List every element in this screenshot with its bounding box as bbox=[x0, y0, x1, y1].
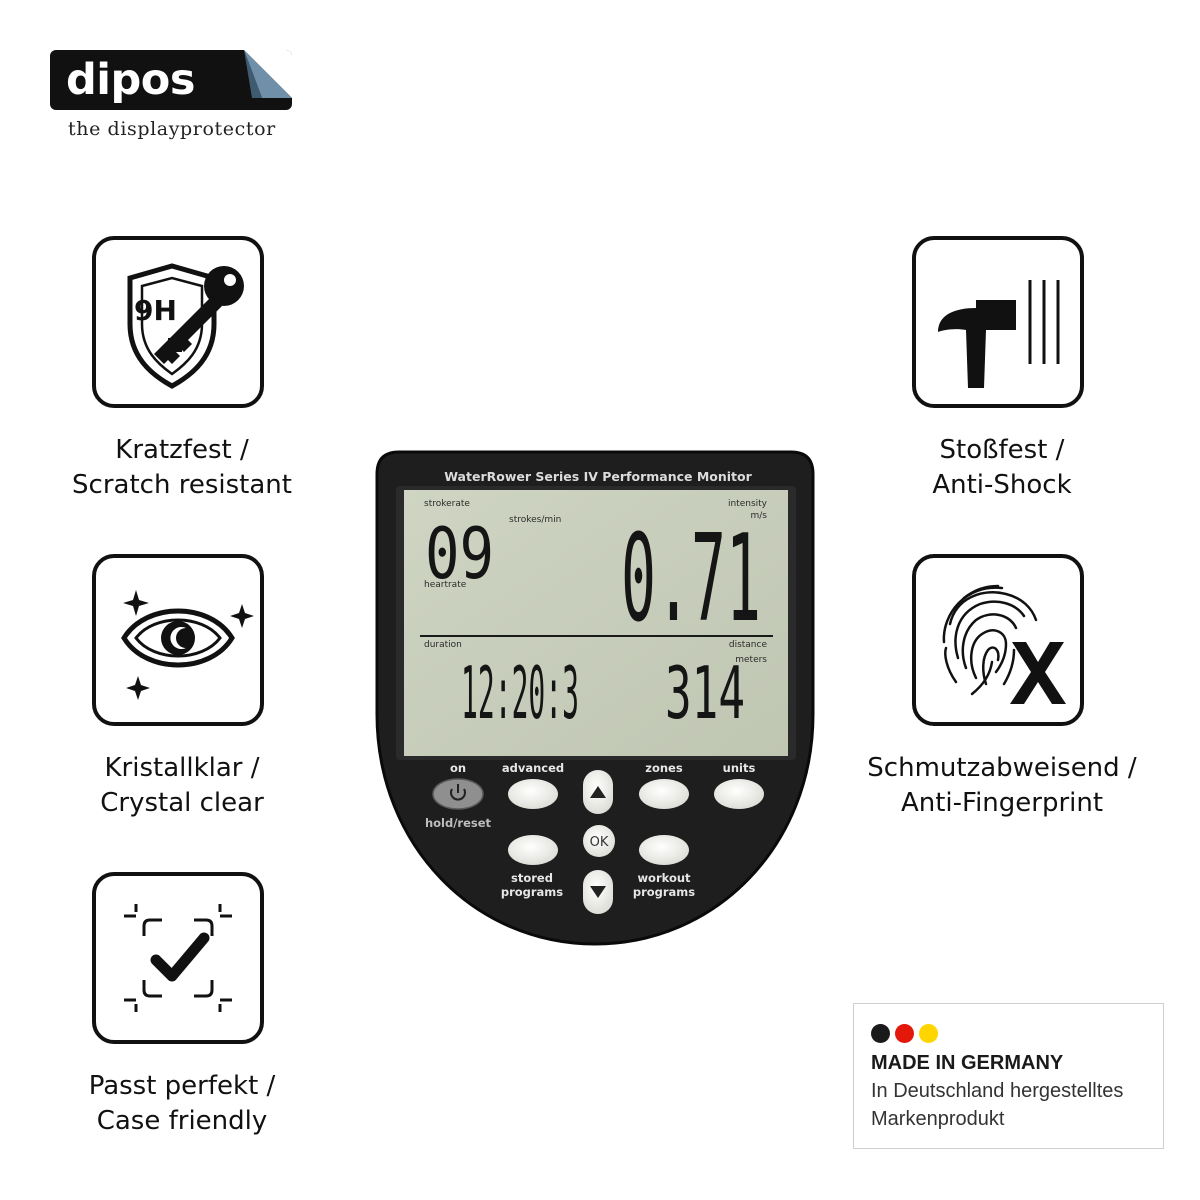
shield-9h-label: 9H bbox=[134, 294, 177, 327]
on-button[interactable] bbox=[432, 778, 484, 810]
feature-clear-box bbox=[92, 554, 264, 726]
hammer-icon bbox=[938, 280, 1060, 388]
label-hold-reset: hold/reset bbox=[425, 816, 492, 830]
feature-scratch-caption: Kratzfest / Scratch resistant bbox=[72, 435, 292, 500]
label-duration: duration bbox=[424, 640, 462, 650]
feature-scratch-box: 9H bbox=[92, 236, 264, 408]
units-button[interactable] bbox=[714, 779, 764, 809]
arrow-down-icon bbox=[590, 886, 606, 898]
flag-dot-black bbox=[871, 1024, 890, 1043]
power-icon bbox=[450, 784, 466, 801]
feature-case-caption: Passt perfekt / Case friendly bbox=[88, 1071, 276, 1136]
feature-fingerprint-caption: Schmutzabweisend / Anti-Fingerprint bbox=[867, 753, 1137, 818]
ok-label: OK bbox=[590, 835, 609, 850]
label-workout-programs: programs bbox=[633, 885, 695, 899]
down-button[interactable] bbox=[583, 870, 613, 914]
value-intensity: 0.71 bbox=[621, 510, 761, 649]
feature-fingerprint-box bbox=[912, 554, 1084, 726]
ok-button[interactable]: OK bbox=[583, 825, 615, 857]
device-title: WaterRower Series IV Performance Monitor bbox=[444, 469, 752, 484]
badge-line-1: In Deutschland hergestelltes bbox=[871, 1080, 1124, 1102]
feature-case-box bbox=[92, 872, 264, 1044]
label-stored-programs: programs bbox=[501, 885, 563, 899]
brand-logo: dipos bbox=[50, 50, 292, 110]
label-heartrate: heartrate bbox=[424, 580, 467, 590]
flag-dot-gold bbox=[919, 1024, 938, 1043]
eye-sparkle-icon bbox=[121, 590, 254, 700]
logo-corner-icon bbox=[244, 50, 292, 98]
label-advanced: advanced bbox=[502, 761, 564, 775]
label-zones: zones bbox=[645, 761, 683, 775]
value-distance: 314 bbox=[665, 651, 745, 735]
label-intensity: intensity bbox=[728, 499, 768, 509]
lcd-screen bbox=[404, 490, 788, 756]
performance-monitor: WaterRower Series IV Performance Monitor… bbox=[375, 450, 815, 946]
label-on: on bbox=[450, 761, 466, 775]
advanced-button[interactable] bbox=[508, 779, 558, 809]
label-strokerate: strokerate bbox=[424, 499, 470, 509]
label-distance: distance bbox=[729, 640, 768, 650]
logo-text: dipos bbox=[66, 54, 195, 105]
badge-title: MADE IN GERMANY bbox=[871, 1052, 1064, 1074]
feature-shock-box bbox=[912, 236, 1084, 408]
label-strokes-min: strokes/min bbox=[509, 515, 561, 525]
arrow-up-icon bbox=[590, 786, 606, 798]
label-meters: meters bbox=[735, 655, 767, 665]
feature-clear-caption: Kristallklar / Crystal clear bbox=[100, 753, 264, 818]
value-duration: 12:20:3 bbox=[461, 651, 579, 735]
label-workout: workout bbox=[637, 871, 691, 885]
stored-programs-button[interactable] bbox=[508, 835, 558, 865]
fingerprint-x-icon bbox=[942, 584, 1066, 704]
label-ms: m/s bbox=[751, 511, 768, 521]
label-units: units bbox=[723, 761, 756, 775]
feature-shock-caption: Stoßfest / Anti-Shock bbox=[932, 435, 1072, 500]
made-in-germany-badge: MADE IN GERMANY In Deutschland hergestel… bbox=[853, 1003, 1164, 1149]
badge-line-2: Markenprodukt bbox=[871, 1108, 1005, 1130]
brand-tagline: the displayprotector bbox=[68, 118, 276, 140]
shield-key-9h-icon: 9H bbox=[127, 263, 244, 389]
zones-button[interactable] bbox=[639, 779, 689, 809]
check-frame-icon bbox=[124, 904, 232, 1012]
workout-programs-button[interactable] bbox=[639, 835, 689, 865]
value-strokerate: 09 bbox=[425, 515, 494, 596]
up-button[interactable] bbox=[583, 770, 613, 814]
label-stored: stored bbox=[511, 871, 553, 885]
flag-dot-red bbox=[895, 1024, 914, 1043]
